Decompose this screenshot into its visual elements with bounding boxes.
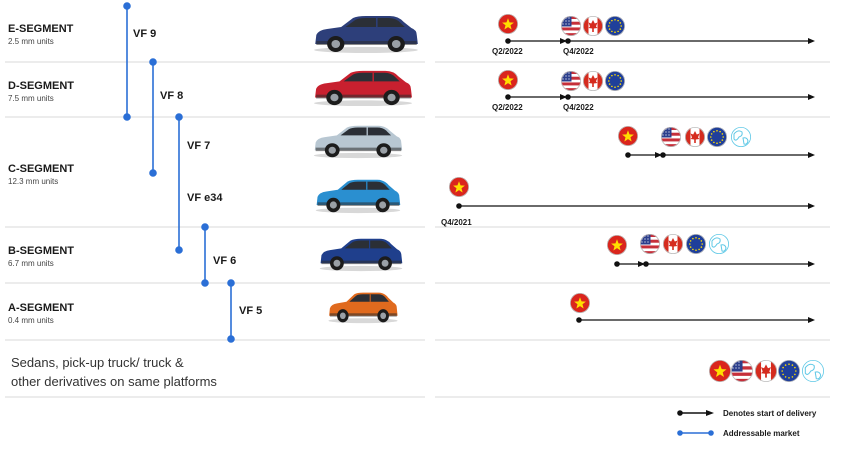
vf8-usa-flag-icon [561,71,582,92]
segment-a-title: A-SEGMENT [8,302,74,314]
other-derivatives-canada-flag-icon [755,359,778,382]
model-vfe34-label: VF e34 [187,192,223,204]
other-derivatives-usa-flag-icon [731,359,754,382]
vf8-canada-flag-icon [583,71,604,92]
timeline-lines [456,38,815,323]
segment-e-title: E-SEGMENT [8,23,74,35]
market-flags [448,13,825,382]
model-vf9-label: VF 9 [133,28,156,40]
vf7-usa-flag-icon [661,127,682,148]
other-derivatives-line2: other derivatives on same platforms [11,374,217,389]
segment-d-units: 7.5 mm units [8,94,54,103]
vf6-canada-flag-icon [663,233,684,254]
vf8-timeline [505,94,815,100]
vf7-globe-flag-icon [731,127,752,148]
vf9-start-date: Q2/2022 [492,47,523,56]
legend-delivery-label: Denotes start of delivery [723,409,817,418]
car-images [313,16,418,324]
model-vf5-label: VF 5 [239,305,262,317]
vf8-start-date: Q2/2022 [492,103,523,112]
vf7-vietnam-flag-icon [618,126,639,147]
vf6-globe-flag-icon [709,233,730,254]
vf7-eu-flag-icon [707,127,728,148]
segment-d-title: D-SEGMENT [8,80,74,92]
addressable-market-brackets [123,2,235,343]
vfe34-vietnam-flag-icon [448,176,469,197]
vf7-timeline [625,152,815,158]
segment-c-title: C-SEGMENT [8,163,74,175]
vf8-eu-flag-icon [605,71,626,92]
vf9-canada-flag-icon [583,15,604,37]
car-image-vfe34 [315,179,401,214]
other-derivatives-line1: Sedans, pick-up truck/ truck & [11,355,184,370]
vf6-timeline [614,261,815,267]
legend-market-label: Addressable market [723,429,800,438]
vf5-timeline [576,317,815,323]
vf8-expand-date: Q4/2022 [563,103,594,112]
segment-b-title: B-SEGMENT [8,245,74,257]
model-vf7-label: VF 7 [187,140,210,152]
vf6-usa-flag-icon [640,233,661,254]
vf9-vietnam-flag-icon [497,13,518,35]
vf9-expand-date: Q4/2022 [563,47,594,56]
car-image-vf6 [319,238,403,272]
row-separators [5,61,830,398]
vf7-canada-flag-icon [685,127,706,148]
vf9-timeline [505,38,815,44]
vfe34-timeline [456,203,815,209]
vf9-usa-flag-icon [561,15,582,37]
model-vf8-label: VF 8 [160,90,183,102]
legend-market-marker [677,430,714,436]
segment-e-units: 2.5 mm units [8,37,54,46]
vf5-vietnam-flag-icon [570,292,591,313]
segment-a-units: 0.4 mm units [8,316,54,325]
legend-delivery-marker [677,410,714,416]
car-image-vf5 [328,292,398,324]
other-derivatives-globe-flag-icon [802,359,825,382]
vf6-vietnam-flag-icon [607,234,628,255]
vf6-eu-flag-icon [686,233,707,254]
other-derivatives-vietnam-flag-icon [709,359,732,382]
legend: Denotes start of delivery Addressable ma… [677,409,817,438]
model-vf6-label: VF 6 [213,255,236,267]
car-image-vf8 [314,70,412,107]
other-derivatives-eu-flag-icon [778,359,801,382]
car-image-vf9 [314,16,418,53]
vf8-vietnam-flag-icon [497,70,518,91]
segment-b-units: 6.7 mm units [8,259,54,268]
vfe34-start-date: Q4/2021 [441,218,472,227]
segment-c-units: 12.3 mm units [8,177,58,186]
vf9-eu-flag-icon [605,15,626,37]
car-image-vf7 [313,125,403,159]
